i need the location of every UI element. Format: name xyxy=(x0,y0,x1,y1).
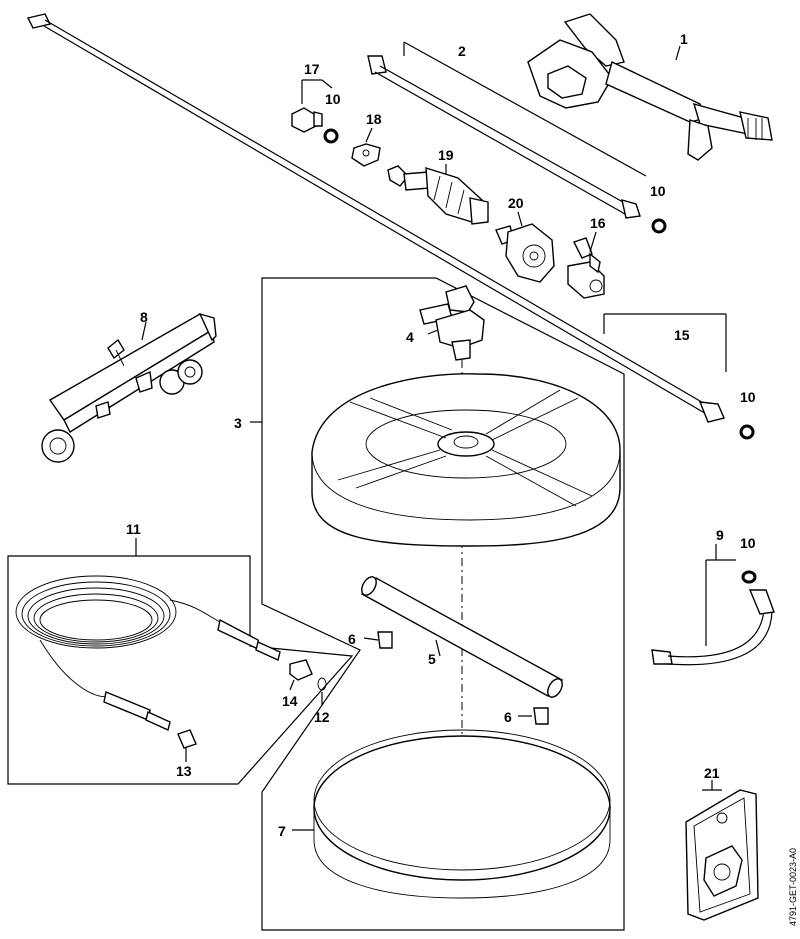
nozzle-20 xyxy=(495,223,555,283)
brush-ring-7 xyxy=(313,729,611,899)
hose-11 xyxy=(15,575,281,731)
label-10-d: 10 xyxy=(740,535,756,551)
surface-cleaner-housing-3 xyxy=(311,373,621,547)
label-13: 13 xyxy=(176,763,192,779)
label-19: 19 xyxy=(438,147,454,163)
label-11: 11 xyxy=(126,521,141,537)
label-16: 16 xyxy=(590,215,606,231)
label-4: 4 xyxy=(406,329,414,345)
label-10-c: 10 xyxy=(740,389,756,405)
nozzle-6-b xyxy=(533,707,549,725)
o-ring-12 xyxy=(317,677,327,691)
leader-lines xyxy=(135,41,736,831)
o-ring-10-b xyxy=(651,218,667,234)
nozzle-pack-21 xyxy=(685,789,759,921)
nozzle-6-a xyxy=(377,631,393,649)
label-5: 5 xyxy=(428,651,436,667)
o-ring-10-c xyxy=(739,424,755,440)
spray-lance-15 xyxy=(26,13,725,423)
label-18: 18 xyxy=(366,111,382,127)
label-2: 2 xyxy=(458,43,466,59)
label-9: 9 xyxy=(716,527,724,543)
label-17: 17 xyxy=(304,61,320,77)
drawing-code: 4791-GET-0023-A0 xyxy=(788,848,798,926)
adapter-14 xyxy=(289,659,313,681)
label-10-a: 10 xyxy=(325,91,341,107)
label-8: 8 xyxy=(140,309,148,325)
nozzle-18 xyxy=(351,143,381,167)
nozzle-fitting-17 xyxy=(291,107,323,133)
extension-hose-9 xyxy=(651,589,775,666)
spray-lance-2 xyxy=(367,55,641,219)
hose-group-box xyxy=(7,555,354,785)
o-ring-10-a xyxy=(323,128,339,144)
label-21: 21 xyxy=(704,765,720,781)
spray-bar-5 xyxy=(360,576,564,698)
swivel-4 xyxy=(419,285,485,361)
label-7: 7 xyxy=(278,823,286,839)
label-20: 20 xyxy=(508,195,524,211)
label-14: 14 xyxy=(282,693,298,709)
label-12: 12 xyxy=(314,709,330,725)
surface-cleaner-group-box xyxy=(261,277,625,931)
label-3: 3 xyxy=(234,415,242,431)
nozzle-19 xyxy=(387,165,489,225)
nozzle-16 xyxy=(567,237,605,299)
o-ring-10-d xyxy=(741,570,757,584)
label-6-a: 6 xyxy=(348,631,356,647)
label-10-b: 10 xyxy=(650,183,666,199)
label-1: 1 xyxy=(680,31,688,47)
under-carriage-wand-8 xyxy=(41,312,217,463)
label-6-b: 6 xyxy=(504,709,512,725)
spray-gun-1 xyxy=(527,13,773,161)
label-15: 15 xyxy=(674,327,690,343)
adapter-13 xyxy=(177,729,197,749)
